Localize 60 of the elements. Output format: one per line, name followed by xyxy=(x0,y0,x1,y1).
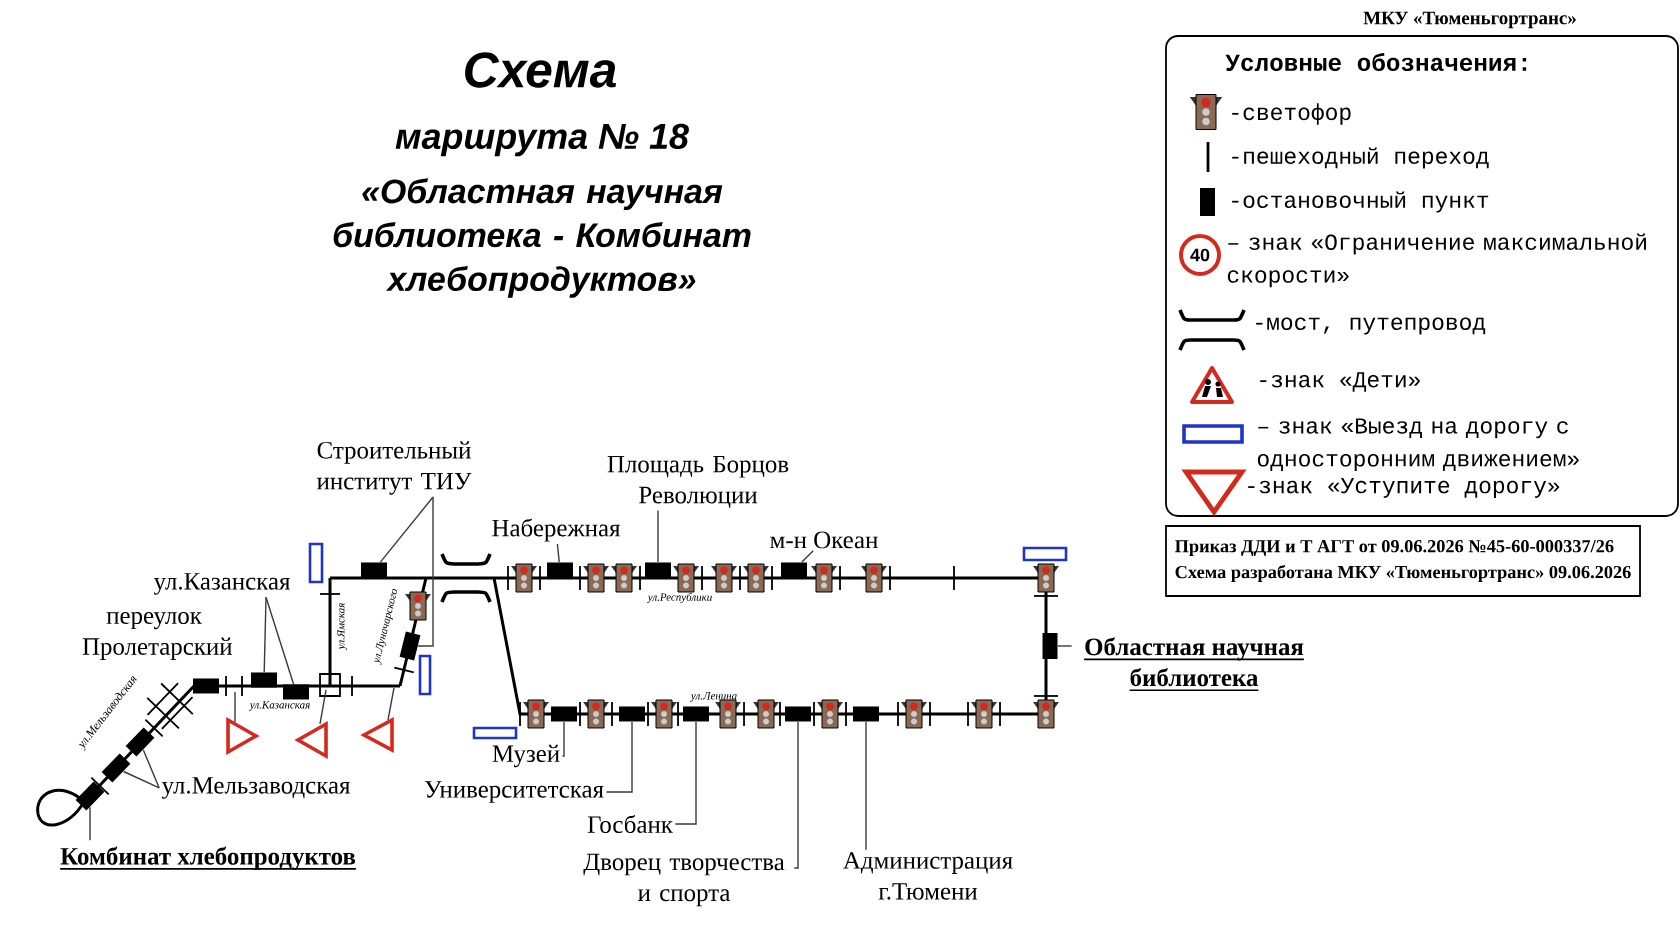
stop-marker xyxy=(683,706,709,722)
legend-label: – знак «Ограничение максимальной скорости» xyxy=(1227,233,1646,288)
legend-label: -остановочный пункт xyxy=(1232,191,1489,213)
stop-name: Госбанк xyxy=(587,814,673,833)
leader-line xyxy=(265,596,295,685)
leader-line xyxy=(561,721,565,757)
stop-name: ул.Мельзаводская xyxy=(161,777,350,799)
stop-name: переулок Пролетарский xyxy=(82,612,232,660)
leader-line xyxy=(142,749,160,789)
legend-label: -знак «Уступите дорогу» xyxy=(1248,478,1560,498)
stop-name: Администрация г.Тюмени xyxy=(843,852,1013,900)
stop-name: Комбинат хлебопродуктов xyxy=(59,846,357,870)
legend-label: -светофор xyxy=(1232,103,1351,125)
leader-line xyxy=(263,596,267,673)
leader-line xyxy=(657,509,659,563)
stop-marker xyxy=(101,753,131,783)
stop-marker xyxy=(645,562,671,578)
stop-marker xyxy=(399,631,421,661)
stop-name: Дворец творчества и спорта xyxy=(583,853,785,907)
leader-line xyxy=(865,721,867,851)
leader-line xyxy=(605,721,633,793)
leader-line xyxy=(417,496,434,647)
stop-marker xyxy=(785,706,811,722)
stop-marker xyxy=(551,706,577,722)
stop-name: Строительный институт ТИУ xyxy=(317,441,472,495)
stop-name: Областная научная библиотека xyxy=(1083,637,1305,692)
stop-marker xyxy=(75,781,105,811)
stop-name: Музей xyxy=(492,744,560,768)
subtitle: маршрута № 18 xyxy=(395,123,689,157)
stop-marker xyxy=(1042,633,1058,659)
stop-name: м-н Океан xyxy=(770,531,878,549)
stop-marker xyxy=(283,684,309,700)
stop-marker xyxy=(547,562,573,578)
leader-line xyxy=(793,721,799,869)
stop-marker xyxy=(251,672,277,688)
stop-marker xyxy=(853,706,879,722)
leader-line xyxy=(122,770,160,789)
route-name: «Областная научная библиотека - Комбинат хлебопродуктов» xyxy=(333,178,751,298)
legend-label: – знак «Выезд на дорогу с односторонним движением» xyxy=(1257,418,1579,472)
stop-name: Набережная xyxy=(492,518,621,542)
info-box: Приказ ДДИ и Т АГТ от 09.06.2026 №45-60-000337/26 Схема разработана МКУ «Тюменьгортранс» 09.06.2026 xyxy=(1165,525,1641,597)
header-text: МКУ «Тюменьгортранс» xyxy=(1363,11,1576,29)
legend-label: -знак «Дети» xyxy=(1260,372,1420,392)
stop-marker xyxy=(193,678,219,694)
stop-name: Университетская xyxy=(424,781,604,803)
leader-line xyxy=(674,721,697,825)
stop-marker xyxy=(361,562,387,578)
legend-label: -мост, путепровод xyxy=(1256,317,1486,335)
leader-line xyxy=(801,550,814,563)
stop-marker xyxy=(781,562,807,578)
leader-line xyxy=(1057,645,1073,647)
title: Схема xyxy=(465,52,616,88)
leader-line xyxy=(379,496,434,563)
leader-line xyxy=(89,806,91,841)
legend-label: -пешеходный переход xyxy=(1232,147,1489,169)
stop-name: ул.Казанская xyxy=(153,573,290,595)
legend-heading: Условные обозначения: xyxy=(1225,52,1527,72)
stop-name: Площадь Борцов Революции xyxy=(607,456,789,508)
stop-marker xyxy=(619,706,645,722)
leader-line xyxy=(556,543,560,563)
